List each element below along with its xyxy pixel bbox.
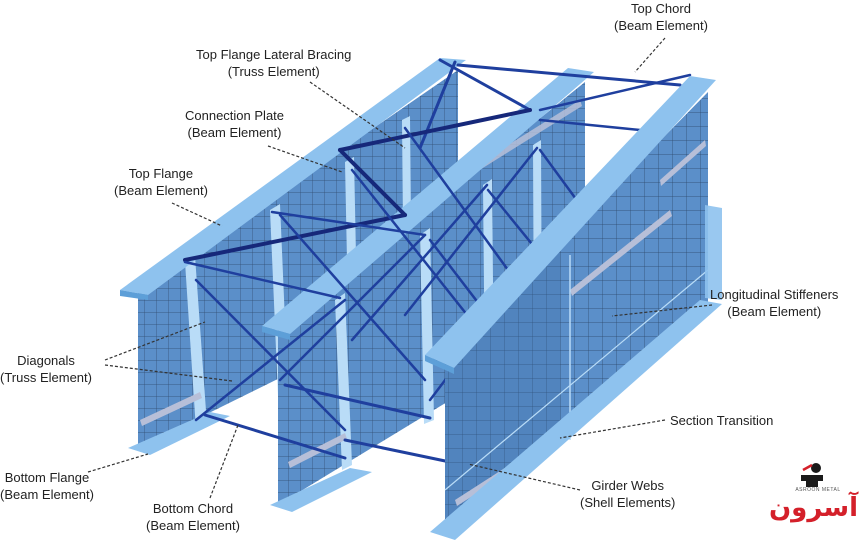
leader-diagonals-1 (104, 321, 206, 361)
girder-1-stiffener (185, 256, 207, 430)
girder-3-top-flange (425, 76, 716, 368)
girder-2-top-flange (262, 68, 594, 334)
top-chord (456, 63, 682, 87)
girder-2-bottom-flange (270, 468, 372, 512)
top-lateral-bracing (183, 213, 407, 262)
label-section-transition: Section Transition (670, 413, 774, 428)
leader-top-chord (634, 37, 666, 73)
girder-3-bottom-flange (430, 300, 722, 540)
bottom-chord (283, 383, 432, 420)
label-bottom-chord: Bottom Chord (Beam Element) (146, 501, 240, 533)
top-lateral-bracing (438, 58, 532, 112)
diagonal (350, 168, 489, 342)
girder-2-stiffener (335, 293, 352, 470)
label-top-flange: Top Flange (Beam Element) (114, 166, 208, 198)
bottom-chord (203, 413, 347, 460)
top-lateral-bracing (338, 108, 532, 152)
girder-1-bottom-flange (128, 412, 230, 455)
girder-3-section-transition (444, 269, 709, 491)
label-diagonals: Diagonals (Truss Element) (0, 353, 92, 385)
label-bottom-flange: Bottom Flange (Beam Element) (0, 470, 94, 502)
diagonal (194, 298, 347, 422)
leader-top-flange (171, 202, 223, 227)
girder-2-stiffener (420, 228, 434, 424)
leader-bottom-chord (209, 424, 239, 499)
girder-1-top-flange (120, 58, 466, 295)
girder-3 (425, 76, 722, 540)
leader-girder-webs (467, 463, 581, 491)
logo-main-text: آسرون (768, 493, 858, 523)
girder-3-long-stiffener (570, 210, 672, 296)
leader-diagonals-2 (104, 364, 233, 382)
leader-section-transition (559, 419, 666, 439)
leader-longitudinal-stiffeners (611, 304, 713, 317)
label-top-chord: Top Chord (Beam Element) (614, 1, 708, 33)
top-lateral-bracing (338, 148, 407, 217)
anvil-hammer-icon (801, 463, 823, 487)
label-longitudinal-stiffeners: Longitudinal Stiffeners (Beam Element) (710, 287, 839, 319)
diagonal (194, 278, 347, 432)
label-connection-plate: Connection Plate (Beam Element) (185, 108, 285, 140)
diagonal (403, 146, 539, 317)
leader-connection-plate (267, 145, 343, 173)
logo-small-text: ASROON METAL (795, 487, 841, 493)
label-top-flange-lateral-bracing: Top Flange Lateral Bracing (Truss Elemen… (196, 47, 352, 79)
girder-2 (262, 68, 594, 512)
diagonal (278, 213, 427, 382)
top-chord (538, 73, 692, 112)
leader-lines (87, 37, 713, 499)
girder-3-long-stiffener (660, 140, 706, 186)
label-girder-webs: Girder Webs (Shell Elements) (580, 478, 676, 510)
leader-bottom-flange (87, 453, 149, 473)
bottom-chord (343, 438, 452, 464)
top-strut (270, 210, 427, 237)
brand-logo (801, 463, 823, 487)
top-chord (538, 118, 642, 132)
diagonal (278, 233, 427, 382)
leader-top-lateral-bracing (309, 81, 406, 149)
girder-1-long-stiffener (140, 392, 202, 426)
top-strut (183, 260, 342, 300)
